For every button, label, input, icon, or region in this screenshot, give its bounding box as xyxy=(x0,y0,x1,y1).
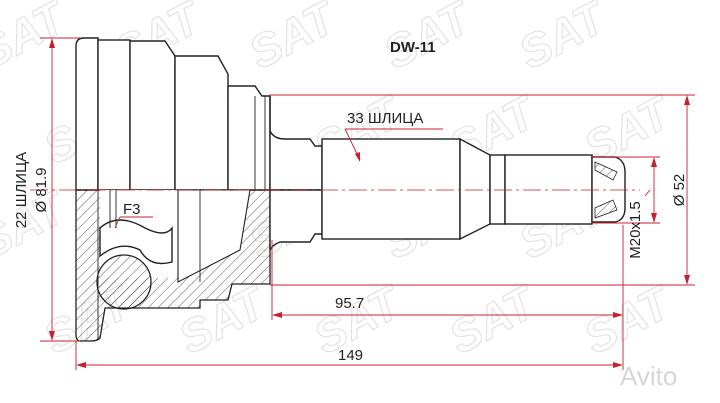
feature-label: F3 xyxy=(123,201,141,218)
sat-watermark: SAT xyxy=(575,274,681,363)
total-length-label: 149 xyxy=(338,347,363,364)
housing-section xyxy=(75,189,323,342)
housing-outline xyxy=(75,37,323,191)
shaft xyxy=(321,137,626,241)
dimension-lines xyxy=(40,37,695,370)
avito-watermark: Avito xyxy=(620,361,677,391)
shaft-length-label: 95.7 xyxy=(335,295,364,312)
outer-diameter-label: Ø 81.9 xyxy=(33,167,50,212)
part-number: DW-11 xyxy=(390,39,436,56)
sat-watermark: SAT xyxy=(510,0,616,79)
outer-splines-label: 22 ШЛИЦА xyxy=(13,152,30,228)
thread-label: M20x1.5 xyxy=(627,201,644,259)
inner-splines-label: 33 ШЛИЦА xyxy=(347,110,423,127)
shaft-diameter-label: Ø 52 xyxy=(671,174,688,207)
sat-watermark: SAT xyxy=(240,0,346,79)
sat-watermark: SAT xyxy=(0,0,76,79)
sat-watermark: SAT xyxy=(440,274,546,363)
